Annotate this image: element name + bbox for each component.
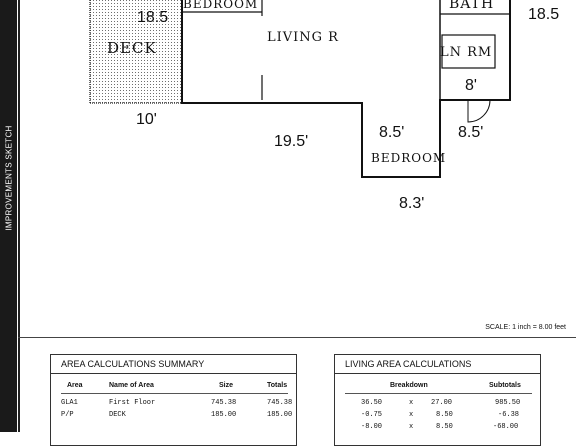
dimension-ln-rm-bottom: 8' <box>465 77 477 94</box>
totals-col-header: Totals <box>267 382 288 389</box>
size-col-header: Size <box>219 382 234 389</box>
name-col-header: Name of Area <box>109 382 154 389</box>
floor-plan-sketch: BEDROOM LIVING R BATH LN RM DECK BEDROOM… <box>89 0 559 212</box>
breakdown-op: x <box>409 411 414 419</box>
section-divider <box>18 337 576 338</box>
breakdown-a: -0.75 <box>361 411 383 419</box>
area-calculations-summary: AREA CALCULATIONS SUMMARY Area Name of A… <box>50 354 297 446</box>
dimension-right-top: 18.5 <box>528 6 559 23</box>
room-label-living: LIVING R <box>267 30 339 45</box>
area-header-rule <box>61 393 288 394</box>
breakdown-b: 8.50 <box>436 423 453 431</box>
room-label-bath: BATH <box>449 0 494 12</box>
room-label-deck: DECK <box>107 39 157 57</box>
area-summary-title: AREA CALCULATIONS SUMMARY <box>61 359 205 369</box>
subtotals-col-header: Subtotals <box>489 382 521 389</box>
dimension-bedroom-top-left: 8.5' <box>379 124 404 141</box>
area-row-name: First Floor <box>109 399 156 407</box>
dimension-deck-top: 18.5 <box>137 9 168 26</box>
area-row-size: 745.38 <box>211 399 237 407</box>
area-row-total: 745.38 <box>267 399 293 407</box>
breakdown-subtotal: -6.38 <box>498 411 520 419</box>
breakdown-a: 36.50 <box>361 399 383 407</box>
area-col-header: Area <box>67 382 83 389</box>
breakdown-op: x <box>409 423 414 431</box>
breakdown-a: -8.00 <box>361 423 383 431</box>
area-row-size: 185.00 <box>211 411 237 419</box>
living-area-calculations: LIVING AREA CALCULATIONS Breakdown Subto… <box>334 354 541 446</box>
living-area-title: LIVING AREA CALCULATIONS <box>345 359 472 369</box>
breakdown-b: 8.50 <box>436 411 453 419</box>
dimension-living-bottom: 19.5' <box>274 133 308 150</box>
dimension-deck-bottom: 10' <box>136 111 157 128</box>
door-swing <box>467 99 491 123</box>
dimension-bedroom-top-right: 8.5' <box>458 124 483 141</box>
area-summary-title-rule <box>51 373 296 374</box>
breakdown-col-header: Breakdown <box>390 382 428 389</box>
area-row-code: P/P <box>61 411 74 419</box>
area-row-name: DECK <box>109 411 126 419</box>
house-outline <box>181 0 511 178</box>
living-header-rule <box>345 393 532 394</box>
breakdown-subtotal: 985.50 <box>495 399 521 407</box>
breakdown-b: 27.00 <box>431 399 453 407</box>
area-row-total: 185.00 <box>267 411 293 419</box>
room-label-bedroom-bottom: BEDROOM <box>371 151 446 165</box>
living-area-title-rule <box>335 373 540 374</box>
ln-rm-box <box>441 34 496 69</box>
sidebar: IMPROVEMENTS SKETCH <box>0 0 17 432</box>
deck-area <box>90 0 182 103</box>
dimension-bedroom-bottom: 8.3' <box>399 195 424 212</box>
room-label-ln-rm: LN RM <box>440 45 492 60</box>
sidebar-divider <box>18 0 20 432</box>
breakdown-subtotal: -68.00 <box>493 423 519 431</box>
area-row-code: GLA1 <box>61 399 78 407</box>
scale-note: SCALE: 1 inch = 8.00 feet <box>485 324 566 331</box>
room-label-bedroom-top: BEDROOM <box>183 0 258 11</box>
breakdown-op: x <box>409 399 414 407</box>
